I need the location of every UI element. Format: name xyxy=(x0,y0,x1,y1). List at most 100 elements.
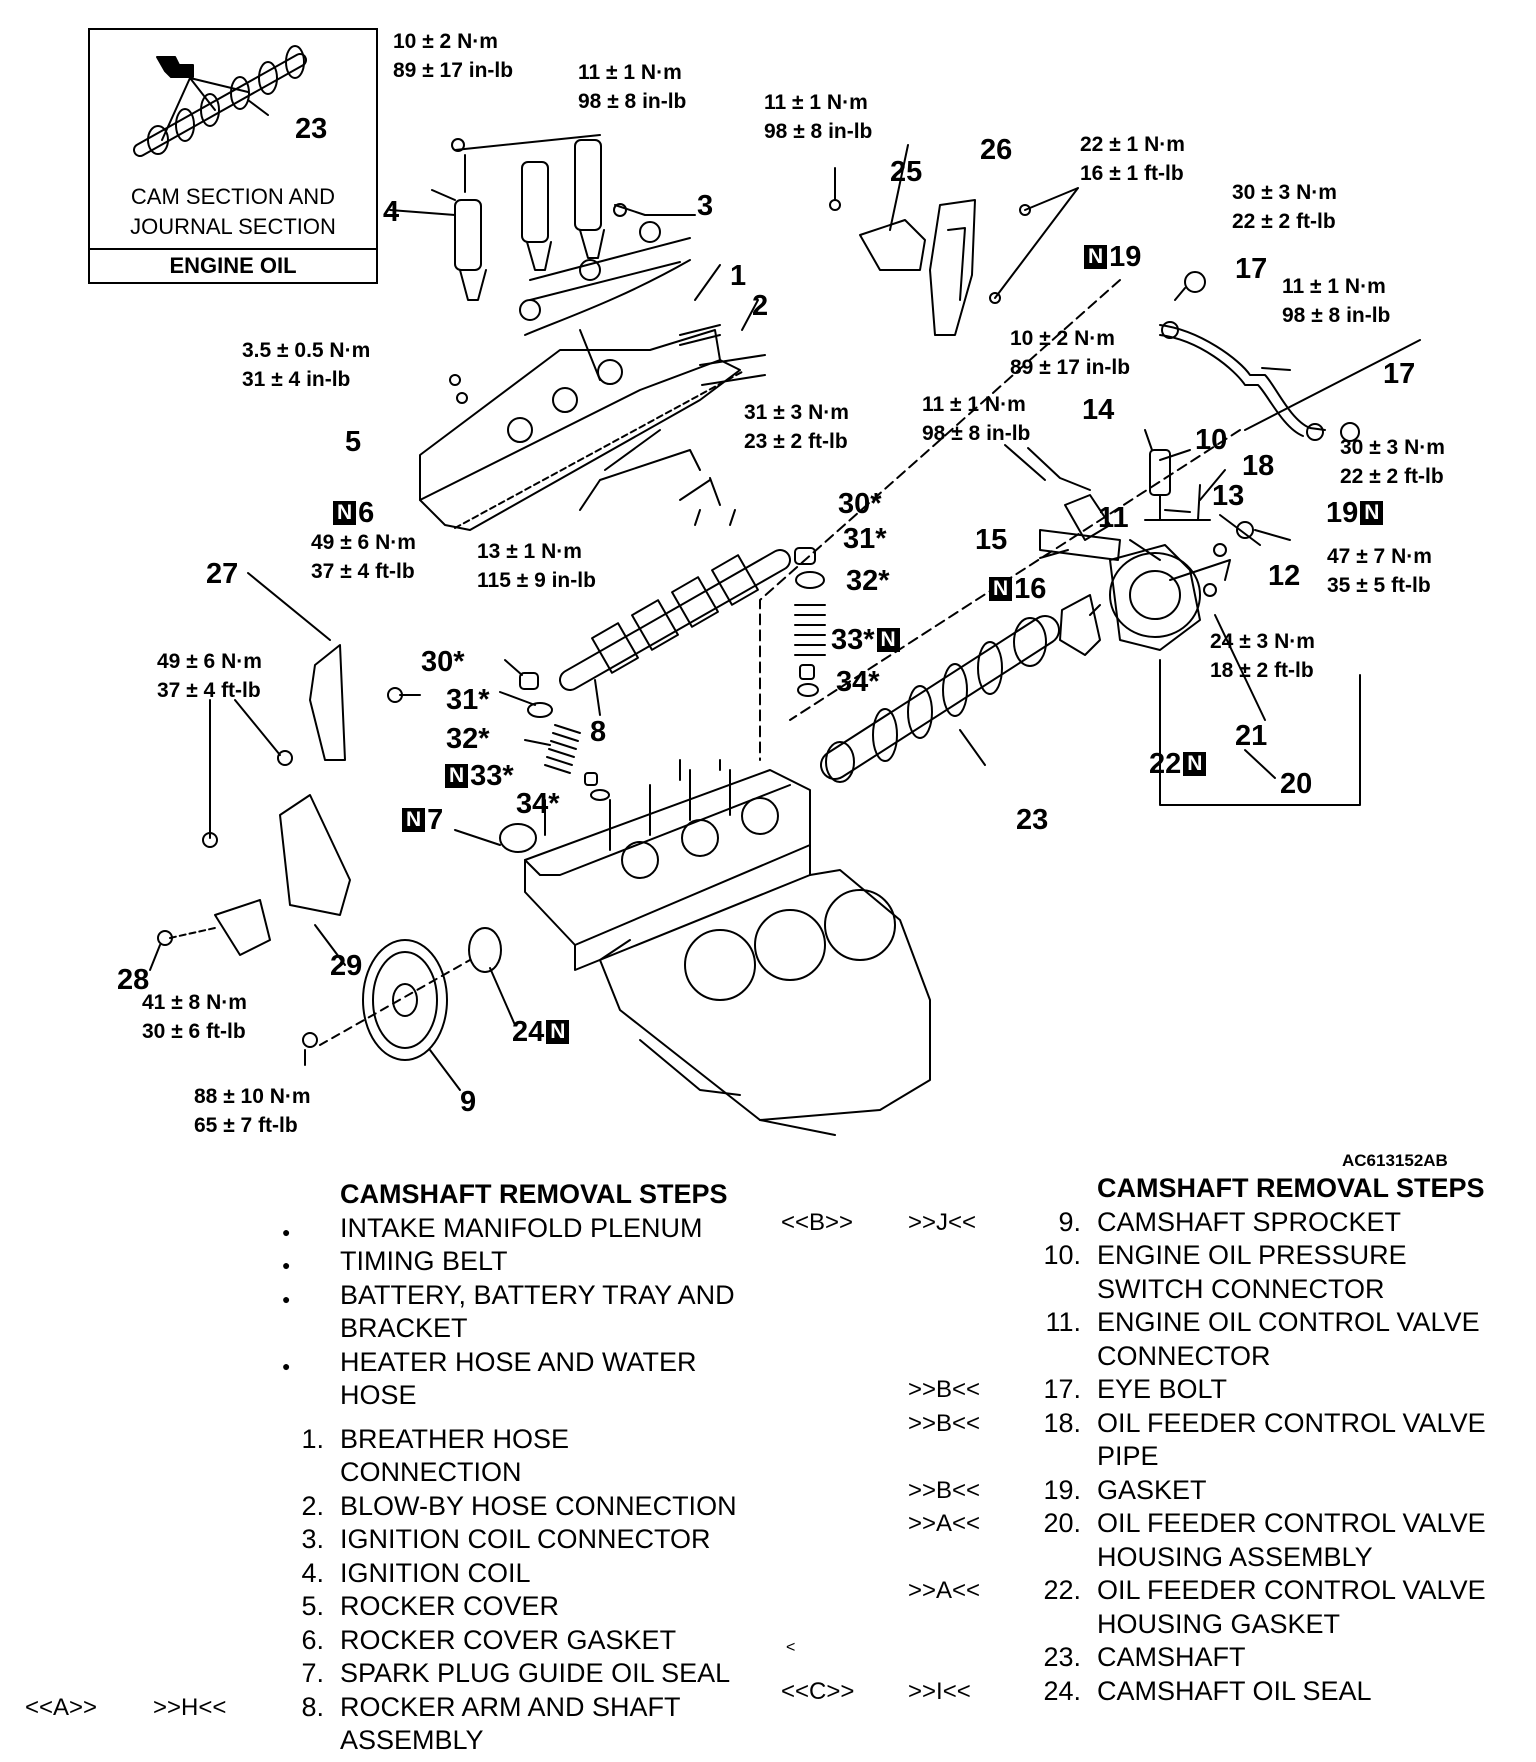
step-number: 8. xyxy=(301,1691,324,1722)
callout-9: 9 xyxy=(460,1086,477,1118)
callout-31: 31* xyxy=(843,523,887,555)
step-text: OIL FEEDER CONTROL VALVE xyxy=(1097,1508,1486,1538)
figure-code: AC613152AB xyxy=(1342,1151,1448,1170)
step-text: ENGINE OIL PRESSURE xyxy=(1097,1240,1407,1270)
callout-34: 34* xyxy=(516,788,560,820)
step-text: OIL FEEDER CONTROL VALVE xyxy=(1097,1407,1486,1438)
step-text: GASKET xyxy=(1097,1474,1207,1505)
steps-left-title: CAMSHAFT REMOVAL STEPS xyxy=(340,1179,728,1209)
step-number: 23. xyxy=(1043,1642,1081,1672)
install-ref: >>B<< xyxy=(908,1376,981,1403)
step-text: CONNECTOR xyxy=(1097,1340,1271,1371)
step-text: BLOW-BY HOSE CONNECTION xyxy=(340,1490,737,1521)
removal-ref: <<C>> xyxy=(781,1677,855,1705)
callout-11: 11 xyxy=(1098,502,1129,534)
step-number: 19. xyxy=(1043,1474,1081,1505)
inset-caption-line2: JOURNAL SECTION xyxy=(130,214,336,239)
callout-15: 15 xyxy=(975,524,1008,556)
step-item: 2. BLOW-BY HOSE CONNECTION xyxy=(301,1490,770,1524)
prereq-item: ●TIMING BELT xyxy=(282,1245,770,1279)
step-number: 4. xyxy=(301,1557,324,1588)
install-ref: >>A<< xyxy=(908,1510,981,1537)
prereq-list: ●INTAKE MANIFOLD PLENUM●TIMING BELT●BATT… xyxy=(282,1212,770,1413)
install-ref: >>I<< xyxy=(908,1677,971,1705)
inset-camshaft-drawing xyxy=(133,45,307,157)
ignition-coils-drawing xyxy=(431,134,691,336)
inset-caption-line1: CAM SECTION AND xyxy=(130,184,336,209)
callout-8: 8 xyxy=(590,716,607,748)
steps-right: CAMSHAFT REMOVAL STEPS 9.<<B>>>>J<<CAMSH… xyxy=(781,1172,1536,1708)
oil-feed-pipe-drawing xyxy=(1159,271,1360,442)
camshaft-drawing xyxy=(820,615,1060,783)
step-item: 3. IGNITION COIL CONNECTOR xyxy=(301,1523,770,1557)
step-item: 9.<<B>>>>J<<CAMSHAFT SPROCKET xyxy=(781,1206,1536,1240)
step-number: 20. xyxy=(1043,1508,1081,1538)
callout-32: 32* xyxy=(846,565,890,597)
step-text: OIL FEEDER CONTROL VALVE xyxy=(1097,1575,1486,1605)
step-text: IGNITION COIL CONNECTOR xyxy=(340,1524,711,1554)
callout-17: 17 xyxy=(1235,253,1268,285)
step-number: 7. xyxy=(301,1658,324,1688)
step-text: ROCKER COVER xyxy=(340,1591,560,1621)
rocker-cover-drawing xyxy=(419,329,743,531)
callout-29: 29 xyxy=(330,950,363,982)
step-number: 2. xyxy=(301,1490,324,1521)
step-item: 5. ROCKER COVER xyxy=(301,1590,770,1624)
inset-caption: CAM SECTION AND JOURNAL SECTION xyxy=(90,182,376,242)
inset-footer: ENGINE OIL xyxy=(90,248,376,282)
install-ref: >>J<< xyxy=(908,1208,977,1236)
step-text: BREATHER HOSE xyxy=(340,1423,570,1454)
step-number: 22. xyxy=(1043,1575,1081,1605)
callout-5: 5 xyxy=(345,426,362,458)
step-number: 3. xyxy=(301,1524,324,1554)
bullet-icon: ● xyxy=(282,1290,291,1307)
callout-27: 27 xyxy=(206,558,239,590)
callout-30: 30* xyxy=(838,488,882,520)
step-item: 19.>>B<<GASKET xyxy=(908,1474,1536,1508)
engine-oil-inset: 23 CAM SECTION AND JOURNAL SECTION ENGIN… xyxy=(88,28,378,284)
step-number: 24. xyxy=(1043,1675,1081,1706)
inset-part-number: 23 xyxy=(295,113,328,145)
step-text: ROCKER ARM AND SHAFT xyxy=(340,1691,681,1722)
step-text: CAMSHAFT OIL SEAL xyxy=(1097,1675,1372,1706)
callout-31: 31* xyxy=(446,684,490,716)
install-ref: >>B<< xyxy=(908,1409,981,1437)
prereq-item: ●INTAKE MANIFOLD PLENUM xyxy=(282,1212,770,1246)
install-ref: >>H<< xyxy=(153,1693,227,1721)
callout-32: 32* xyxy=(446,723,490,755)
callout-14: 14 xyxy=(1082,394,1115,426)
callout-2: 2 xyxy=(752,290,769,322)
step-number: 9. xyxy=(1058,1206,1081,1237)
steps-right-title: CAMSHAFT REMOVAL STEPS xyxy=(1097,1173,1485,1203)
prereq-text: BATTERY, BATTERY TRAY AND xyxy=(340,1279,735,1310)
step-number: 5. xyxy=(301,1591,324,1621)
callout-17: 17 xyxy=(1383,358,1416,390)
step-text: CAMSHAFT xyxy=(1097,1642,1246,1672)
callout-33n: 33*N xyxy=(831,626,902,655)
valve-parts-left xyxy=(499,659,610,801)
steps-left: CAMSHAFT REMOVAL STEPS ●INTAKE MANIFOLD … xyxy=(25,1178,770,1758)
bullet-icon: ● xyxy=(282,1257,291,1273)
step-number: 17. xyxy=(1043,1374,1081,1404)
